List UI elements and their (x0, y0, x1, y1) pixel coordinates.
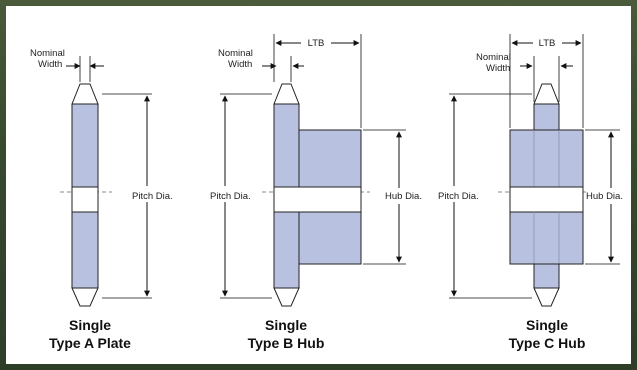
type-a-bottom-tooth (71, 287, 99, 307)
type-b-hub-drawing: LTB Nominal Width Pitch Dia. Hub Dia. (210, 34, 422, 351)
type-c-caption-1: Single (526, 317, 568, 333)
type-c-pitch-dia-label: Pitch Dia. (438, 191, 479, 202)
type-c-bore (509, 186, 584, 213)
type-b-caption-1: Single (265, 317, 307, 333)
type-b-hub-upper (298, 129, 362, 188)
type-a-plate-drawing: Nominal Width Pitch Dia. Single Type A P… (30, 48, 173, 351)
type-c-hub-dia-label: Hub Dia. (586, 191, 623, 202)
type-a-pitch-dia-label: Pitch Dia. (132, 191, 173, 202)
type-c-nominal-label-2: Width (486, 63, 510, 74)
type-b-plate-upper (273, 103, 300, 188)
type-c-caption-2: Type C Hub (509, 335, 586, 351)
type-b-plate-lower (273, 211, 300, 289)
type-b-nominal-label-2: Width (228, 59, 252, 70)
type-b-bore (273, 186, 362, 213)
type-c-plate-bottom (533, 263, 560, 289)
type-b-pitch-dia-label: Pitch Dia. (210, 191, 251, 202)
type-b-caption-2: Type B Hub (248, 335, 325, 351)
type-c-top-tooth (533, 83, 560, 105)
type-c-hub-lower (509, 211, 584, 265)
type-c-plate-top (533, 103, 560, 131)
sprocket-types-diagram: Nominal Width Pitch Dia. Single Type A P… (30, 34, 623, 351)
type-c-ltb-label: LTB (539, 38, 556, 49)
type-a-top-tooth (71, 83, 99, 105)
type-b-hub-lower (298, 211, 362, 265)
type-b-bottom-tooth (273, 287, 300, 307)
type-a-plate-lower (71, 211, 99, 289)
type-c-hub-upper (509, 129, 584, 188)
type-c-nominal-label-1: Nominal (476, 52, 511, 63)
diagram-panel: Nominal Width Pitch Dia. Single Type A P… (6, 6, 631, 364)
type-a-bore (71, 186, 99, 213)
type-b-ltb-label: LTB (308, 38, 325, 49)
type-c-hub-drawing: LTB Nominal Width Pitch Dia. H (438, 34, 623, 351)
type-a-nominal-label-2: Width (38, 59, 62, 70)
type-b-nominal-label-1: Nominal (218, 48, 253, 59)
type-a-plate-upper (71, 103, 99, 188)
type-a-nominal-label-1: Nominal (30, 48, 65, 59)
type-b-hub-dia-label: Hub Dia. (385, 191, 422, 202)
type-b-top-tooth (273, 83, 300, 105)
type-a-caption-2: Type A Plate (49, 335, 131, 351)
type-a-caption-1: Single (69, 317, 111, 333)
type-c-bottom-tooth (533, 287, 560, 307)
